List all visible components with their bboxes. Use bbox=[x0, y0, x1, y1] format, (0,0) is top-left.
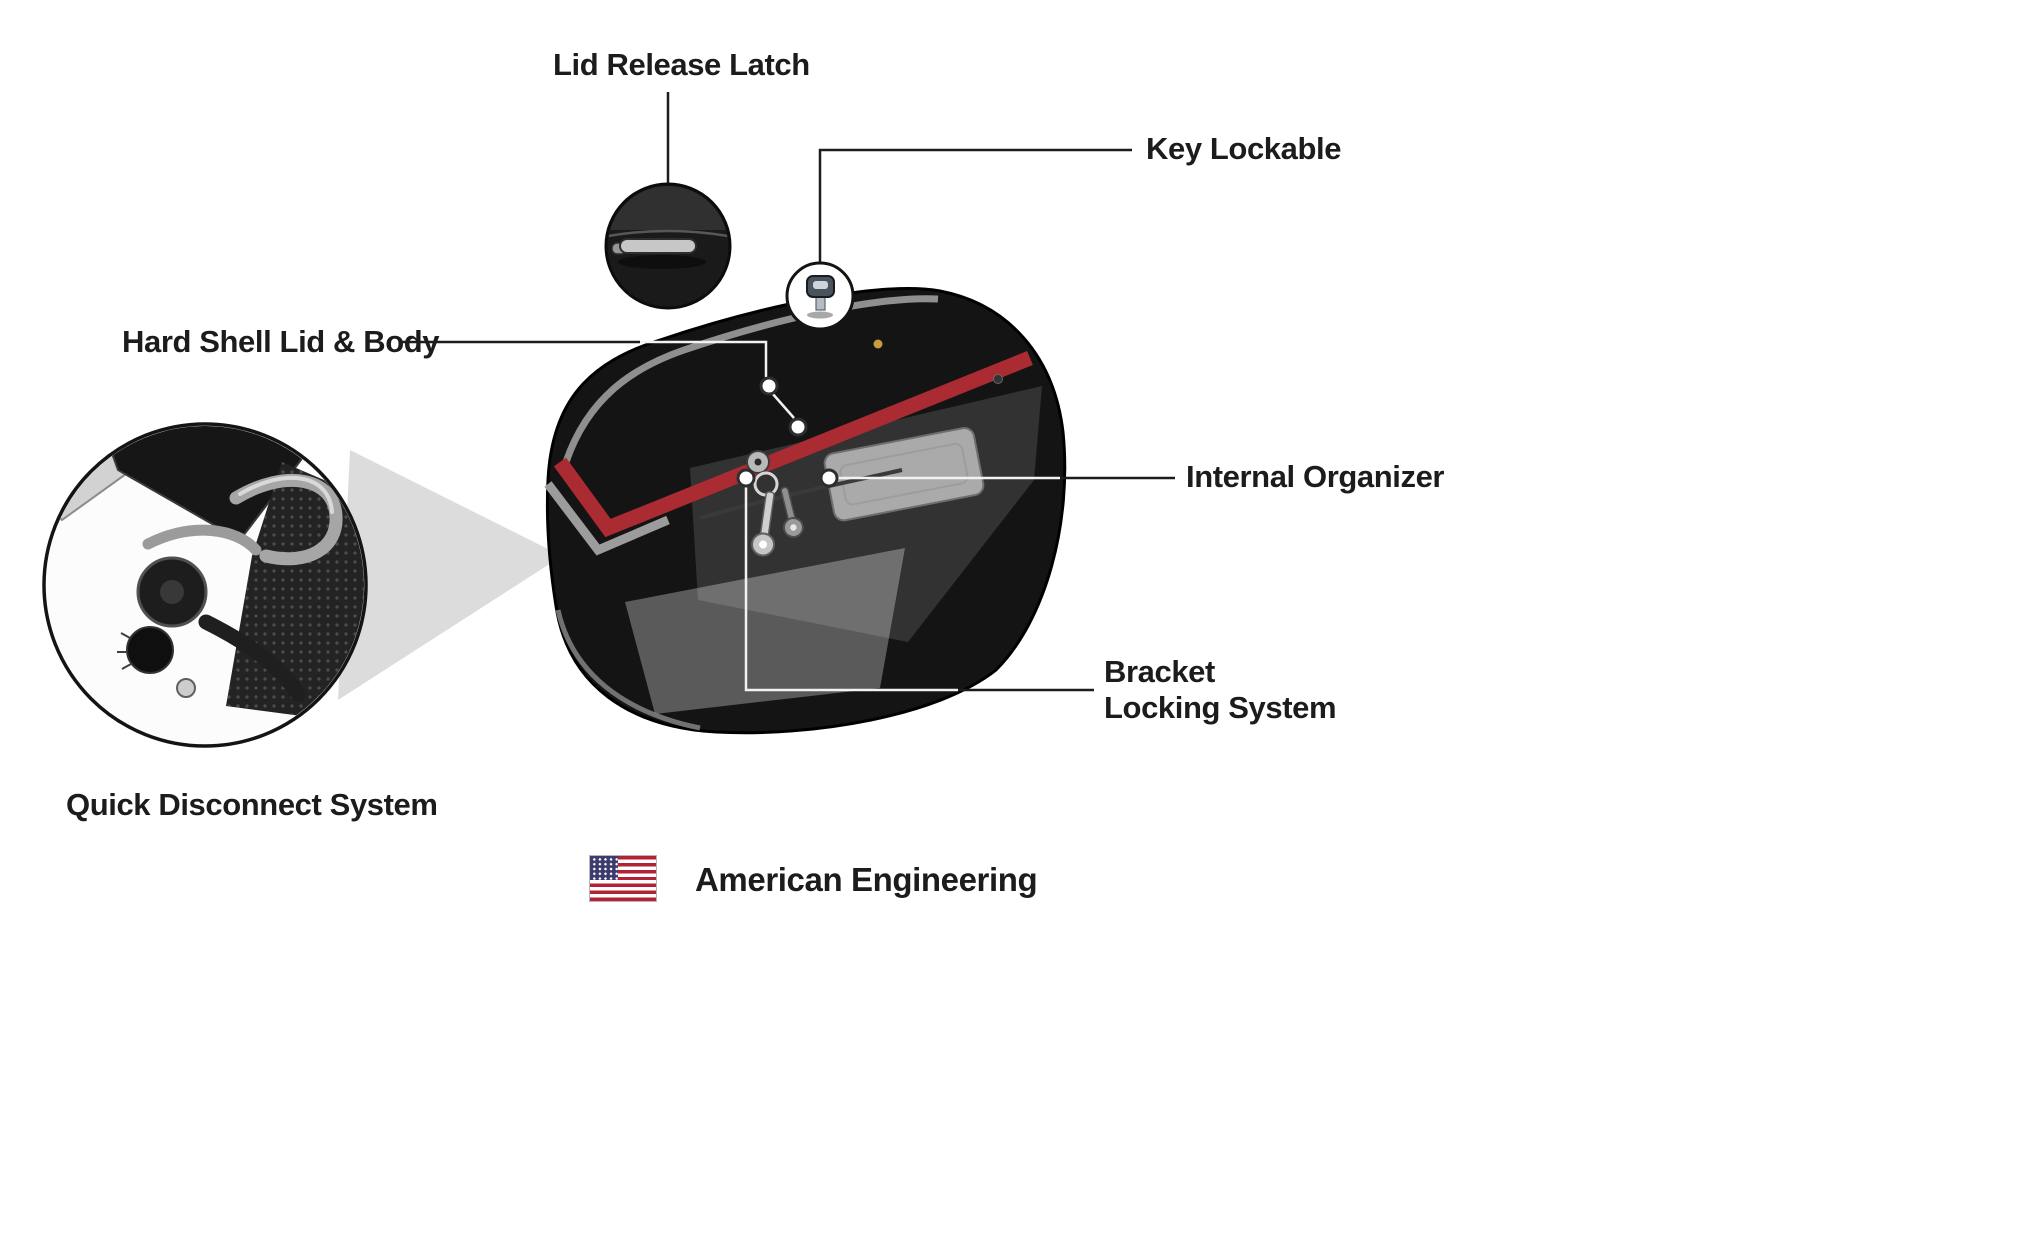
us-flag-canton bbox=[590, 856, 618, 880]
body-trim-gray bbox=[544, 481, 670, 556]
screw-gold bbox=[873, 339, 883, 349]
quick-disconnect-inset bbox=[42, 422, 368, 748]
leader-lines-light bbox=[640, 340, 1060, 692]
zipper-line bbox=[699, 468, 903, 520]
us-flag-icon bbox=[589, 855, 657, 902]
leader-bracket-locking-overlay bbox=[744, 487, 958, 692]
label-bracket-locking-system: Bracket Locking System bbox=[1104, 654, 1337, 725]
callout-dot-body bbox=[788, 417, 808, 437]
lock-keys-icon bbox=[746, 450, 804, 557]
label-internal-organizer: Internal Organizer bbox=[1186, 459, 1445, 494]
leader-lines-dark bbox=[402, 92, 1175, 692]
bag-internal-floor bbox=[625, 548, 905, 714]
callout-dots bbox=[736, 376, 839, 488]
key-icon bbox=[806, 275, 835, 319]
footer-american-engineering: American Engineering bbox=[695, 861, 1038, 898]
leader-dot-connector bbox=[771, 392, 795, 419]
label-hard-shell-lid-body: Hard Shell Lid & Body bbox=[122, 324, 440, 359]
key-lockable-inset bbox=[785, 261, 855, 331]
callout-dot-organizer bbox=[819, 468, 839, 488]
leader-key-lockable bbox=[818, 148, 1132, 262]
lid-latch-inset bbox=[604, 182, 732, 310]
saddlebag-illustration bbox=[544, 287, 1067, 735]
internal-organizer-pocket bbox=[823, 427, 985, 522]
inset-pointer-beam bbox=[338, 450, 562, 700]
latch-icon bbox=[611, 238, 697, 255]
label-quick-disconnect-system: Quick Disconnect System bbox=[66, 787, 438, 822]
callout-dot-bracket bbox=[736, 468, 756, 488]
bottom-piping bbox=[555, 609, 701, 731]
label-lid-release-latch: Lid Release Latch bbox=[553, 47, 810, 82]
red-accent-stripe bbox=[553, 351, 1033, 538]
leader-hard-shell-overlay bbox=[640, 340, 768, 377]
screw-dark bbox=[993, 374, 1003, 384]
label-key-lockable: Key Lockable bbox=[1146, 131, 1342, 166]
lid-trim-gray bbox=[562, 295, 939, 464]
callout-dot-lid bbox=[759, 376, 779, 396]
